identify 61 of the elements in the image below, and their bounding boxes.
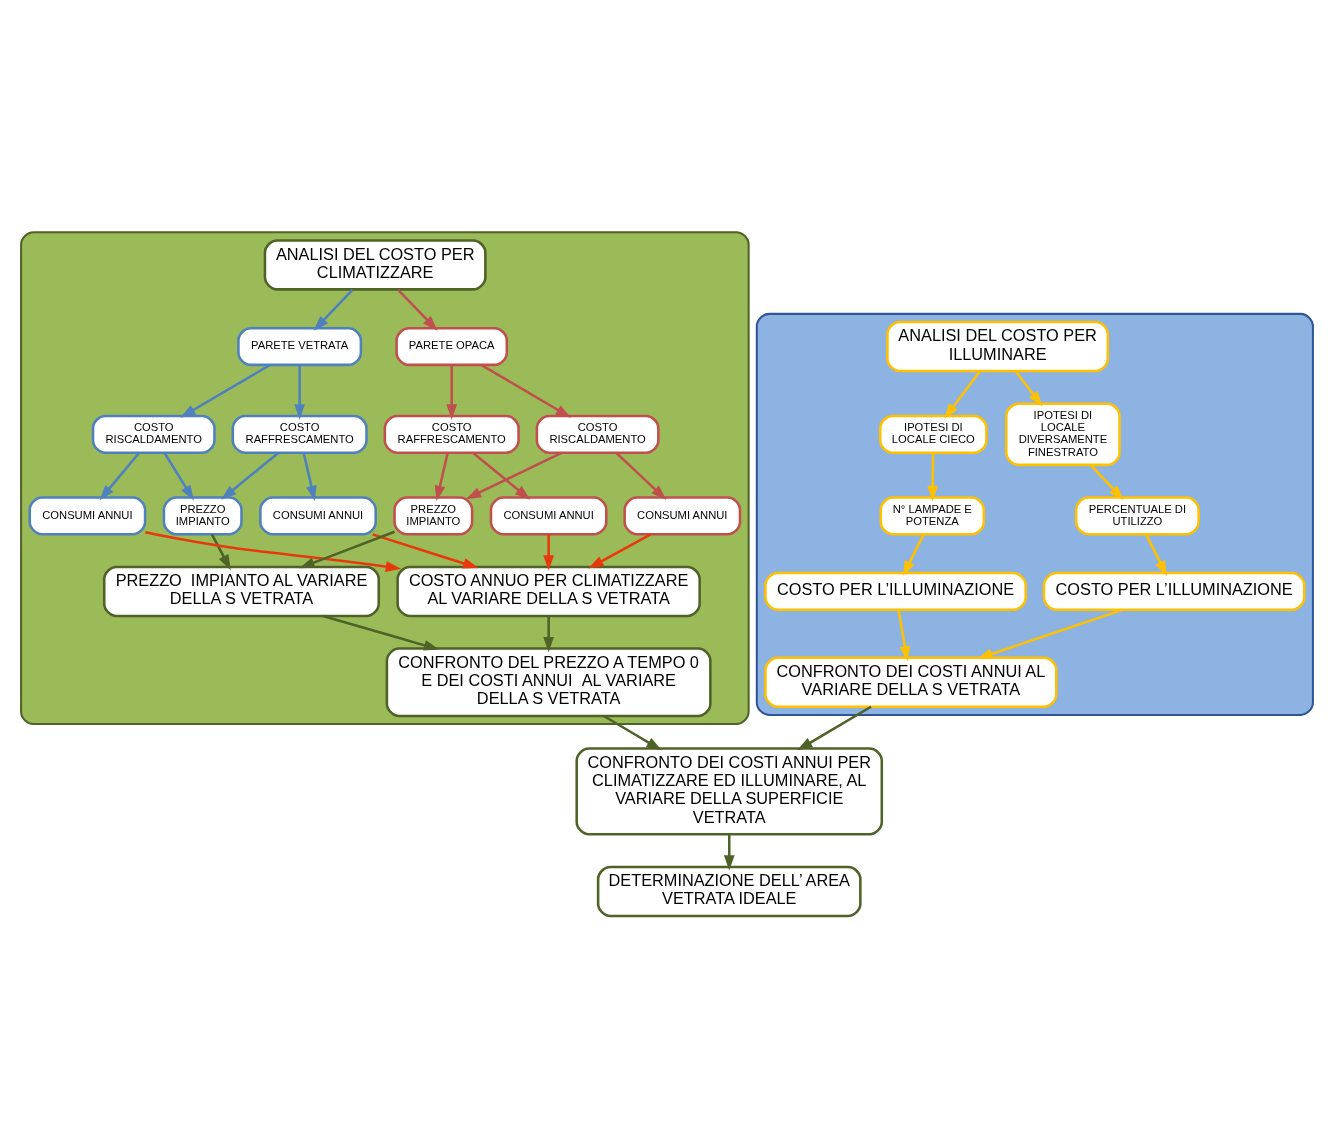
node-box: CONSUMI ANNUI	[489, 496, 608, 536]
node-box: COSTO PER L’ILLUMINAZIONE	[1042, 571, 1306, 612]
arrow	[897, 609, 911, 662]
cluster	[755, 312, 1314, 716]
arrow	[313, 288, 354, 331]
arrow	[372, 533, 479, 569]
arrow	[615, 452, 667, 500]
node-box: PERCENTUALE DI UTILIZZO	[1074, 496, 1200, 536]
arrow	[99, 452, 140, 501]
arrow	[163, 452, 194, 501]
cluster	[20, 231, 750, 726]
arrow	[1144, 533, 1167, 577]
node-box: PARETE OPACA	[395, 326, 509, 367]
arrow	[797, 705, 872, 751]
node-box: COSTO RISCALDAMENTO	[91, 414, 216, 454]
node-box: PREZZO IMPIANTO	[162, 496, 243, 536]
node-box: IPOTESI DI LOCALE DIVERSAMENTE FINESTRATO	[1005, 402, 1121, 467]
arrow	[543, 616, 554, 653]
arrow	[465, 451, 563, 500]
node-box: CONFRONTO DEL PREZZO A TEMPO 0 E DEI COSTI ANNUI AL VARIARE DELLA S VETRATA	[385, 647, 712, 718]
arrow	[210, 533, 231, 571]
node-box: DETERMINAZIONE DELL’ AREA VETRATA IDEALE	[596, 865, 862, 918]
node-box: COSTO ANNUO PER CLIMATIZZARE AL VARIARE DELLA S VETRATA	[396, 565, 701, 618]
arrow	[145, 531, 402, 572]
node-box: PREZZO IMPIANTO AL VARIARE DELLA S VETRATA	[102, 565, 380, 618]
arrow	[434, 452, 449, 502]
node-box: ANALISI DEL COSTO PER ILLUMINARE	[886, 320, 1110, 373]
arrow	[472, 452, 531, 500]
node-box: CONSUMI ANNUI	[28, 496, 147, 536]
arrow	[302, 452, 317, 502]
arrow	[446, 365, 458, 420]
node-box: CONSUMI ANNUI	[259, 496, 377, 536]
arrow	[397, 288, 438, 331]
arrow	[221, 452, 279, 500]
node-box: CONFRONTO DEI COSTI ANNUI AL VARIARE DELLA S VETRATA	[764, 656, 1058, 708]
arrow	[543, 534, 554, 571]
node-box: CONSUMI ANNUI	[623, 496, 742, 536]
arrow	[480, 364, 572, 418]
arrow	[322, 614, 440, 651]
node-box: COSTO RAFFRESCAMENTO	[383, 414, 520, 454]
arrow	[588, 533, 652, 569]
arrow	[1014, 370, 1043, 407]
arrow	[723, 834, 735, 871]
arrow	[294, 365, 305, 420]
node-box: ANALISI DEL COSTO PER CLIMATIZZARE	[263, 239, 487, 291]
node-box: COSTO RAFFRESCAMENTO	[231, 414, 368, 454]
arrow	[977, 608, 1123, 660]
node-box: IPOTESI DI LOCALE CIECO	[879, 414, 988, 454]
arrow	[927, 452, 939, 502]
arrow	[180, 364, 271, 418]
node-box: PARETE VETRATA	[237, 326, 363, 367]
arrow	[902, 533, 925, 577]
arrow	[1089, 464, 1124, 501]
node-box: COSTO RISCALDAMENTO	[535, 414, 660, 454]
arrow	[603, 714, 662, 751]
node-box: PREZZO IMPIANTO	[393, 496, 474, 536]
arrow	[299, 530, 395, 569]
node-box: CONFRONTO DEI COSTI ANNUI PER CLIMATIZZARE ED ILLUMINARE, AL VARIARE DELLA SUPERFICIE VETRATA	[575, 747, 884, 836]
node-box: N° LAMPADE E POTENZA	[879, 496, 986, 536]
arrow	[944, 370, 981, 419]
node-box: COSTO PER L’ILLUMINAZIONE	[764, 571, 1027, 612]
